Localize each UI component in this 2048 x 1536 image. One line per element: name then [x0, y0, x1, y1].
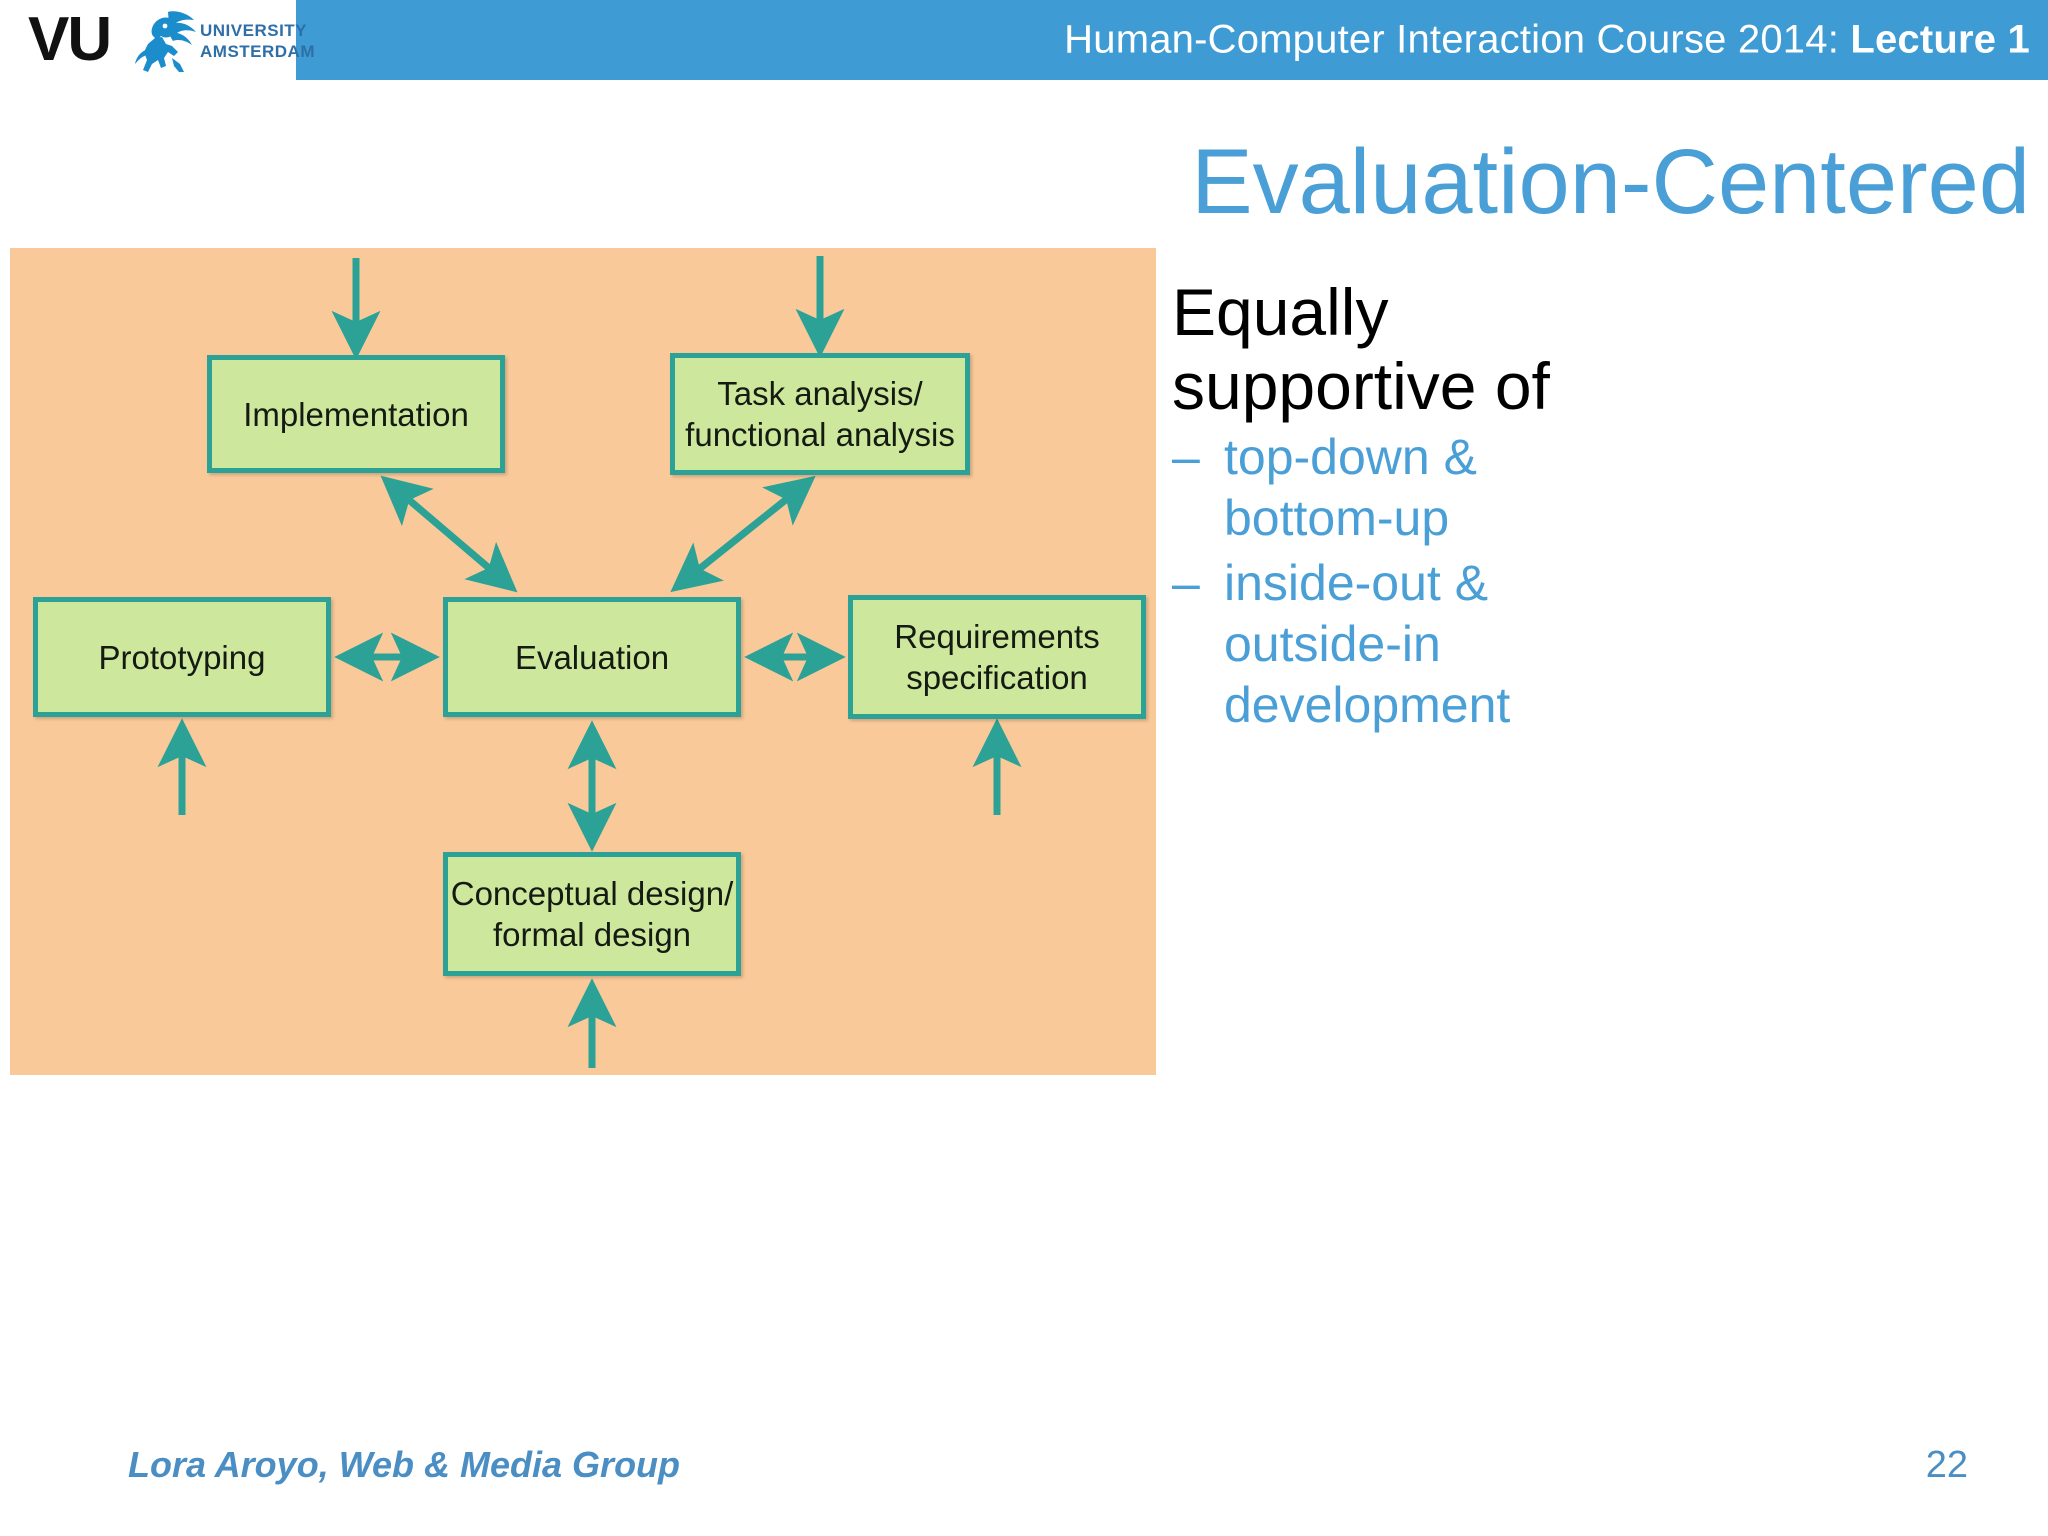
header-title: Human-Computer Interaction Course 2014: …	[1064, 18, 2030, 63]
diagram-node-conceptual-design[interactable]: Conceptual design/ formal design	[443, 852, 741, 976]
content-heading-line2: supportive of	[1172, 349, 1550, 423]
vu-logo-line1: UNIVERSITY	[200, 21, 308, 40]
vu-logo-subtitle: UNIVERSITY AMSTERDAM	[200, 20, 315, 62]
diagram-arrows	[157, 256, 1022, 1068]
bullet-line2: outside-in	[1224, 616, 1441, 672]
node-label: Implementation	[243, 395, 469, 433]
vu-logo-line2: AMSTERDAM	[200, 42, 315, 61]
page-title: Evaluation-Centered	[1191, 131, 2030, 233]
bullet-line2: bottom-up	[1224, 490, 1450, 546]
node-label-line2: formal design	[492, 916, 692, 953]
bullet-dash-icon: –	[1172, 555, 1200, 611]
griffin-icon	[128, 6, 200, 78]
diagram-node-task-analysis[interactable]: Task analysis/ functional analysis	[670, 353, 970, 475]
node-label-line2: functional analysis	[685, 416, 955, 453]
bullet-line1: inside-out &	[1224, 555, 1489, 611]
vu-wordmark: VU	[28, 5, 112, 74]
diagram-node-evaluation[interactable]: Evaluation	[443, 597, 741, 717]
bullet-item-top-down-bottom-up: – top-down & bottom-up	[1172, 427, 2032, 549]
content-heading-line1: Equally	[1172, 275, 1389, 349]
header-lecture-text: Lecture 1	[1850, 17, 2030, 62]
logo-area: VU UNIVERSITY AMSTERDAM	[0, 0, 315, 82]
bullet-text: inside-out & outside-in development	[1224, 553, 2032, 736]
vu-logo: VU UNIVERSITY AMSTERDAM	[20, 4, 315, 80]
diagram-node-implementation[interactable]: Implementation	[207, 355, 505, 473]
content-text-column: Equally supportive of – top-down & botto…	[1172, 275, 2032, 736]
node-label-line1: Task analysis/	[717, 375, 923, 412]
node-label: Prototyping	[98, 638, 266, 676]
node-label-line2: specification	[906, 659, 1088, 696]
node-label-line1: Conceptual design/	[450, 875, 734, 912]
footer-page-number: 22	[1925, 1444, 1968, 1486]
bullet-line3: development	[1224, 677, 1511, 733]
diagram-node-prototyping[interactable]: Prototyping	[33, 597, 331, 717]
evaluation-centered-diagram: Implementation Task analysis/ functional…	[10, 248, 1156, 1075]
footer-author: Lora Aroyo, Web & Media Group	[128, 1444, 681, 1485]
bullet-text: top-down & bottom-up	[1224, 427, 2032, 549]
diagram-node-requirements-specification[interactable]: Requirements specification	[848, 595, 1146, 719]
header-course-text: Human-Computer Interaction Course 2014:	[1064, 17, 1840, 62]
bullet-item-inside-out-outside-in: – inside-out & outside-in development	[1172, 553, 2032, 736]
node-label: Evaluation	[514, 638, 670, 676]
bullet-line1: top-down &	[1224, 429, 1477, 485]
content-heading: Equally supportive of	[1172, 275, 2032, 423]
node-label-line1: Requirements	[894, 618, 1100, 655]
header-blue-bar: Human-Computer Interaction Course 2014: …	[296, 0, 2048, 80]
bullet-dash-icon: –	[1172, 429, 1200, 485]
slide-header: Human-Computer Interaction Course 2014: …	[0, 0, 2048, 82]
